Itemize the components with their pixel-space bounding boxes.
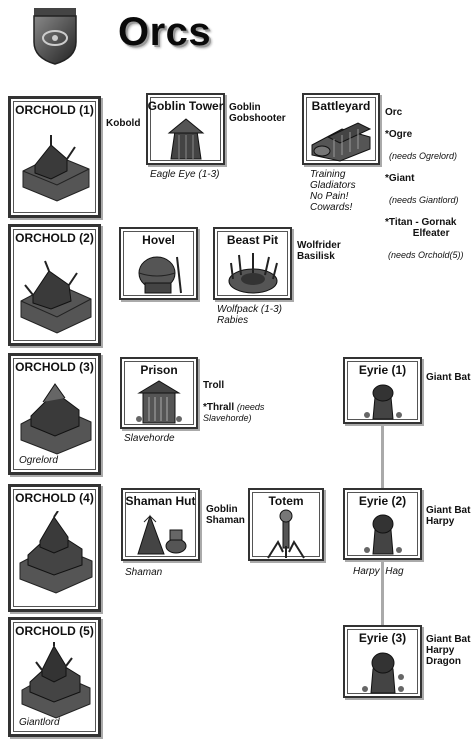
battleyard-label: Battleyard xyxy=(304,99,378,113)
prison-label: Prison xyxy=(122,363,196,377)
eyrie-2-box[interactable]: Eyrie (2) xyxy=(343,488,422,560)
orchold-4-label: ORCHOLD (4) xyxy=(11,491,98,505)
shaman-hut-upgrades: Shaman xyxy=(125,567,162,578)
eyrie-3-icon xyxy=(359,647,407,695)
battleyard-upgrades: Training Gladiators No Pain! Cowards! xyxy=(310,169,356,213)
eyrie-1-units: Giant Bat xyxy=(426,372,470,383)
orchold-4-building-icon xyxy=(14,511,96,595)
beast-pit-units: Wolfrider Basilisk xyxy=(297,240,341,262)
battleyard-orc: Orc xyxy=(385,107,464,118)
battleyard-giant-req: (needs Giantlord) xyxy=(385,195,464,206)
eyrie-3-label: Eyrie (3) xyxy=(345,631,420,645)
eyrie-2-upgrades: Harpy Hag xyxy=(353,566,404,577)
battleyard-titan-req: (needs Orchold(5)) xyxy=(385,250,464,261)
totem-icon xyxy=(264,508,308,560)
battleyard-box[interactable]: Battleyard xyxy=(302,93,380,165)
orchold-3-building-icon xyxy=(15,380,95,456)
goblin-tower-icon xyxy=(161,115,211,163)
orchold-2-label: ORCHOLD (2) xyxy=(11,231,98,245)
orchold-3-box[interactable]: ORCHOLD (3) Ogrelord xyxy=(8,353,101,475)
eyrie-connector-1-2 xyxy=(381,422,384,490)
orc-shield-emblem-icon xyxy=(30,6,80,66)
orchold-5-box[interactable]: ORCHOLD (5) Giantlord xyxy=(8,617,101,737)
shaman-hut-box[interactable]: Shaman Hut xyxy=(121,488,200,561)
beast-pit-box[interactable]: Beast Pit xyxy=(213,227,292,300)
goblin-tower-box[interactable]: Goblin Tower xyxy=(146,93,225,165)
battleyard-icon xyxy=(308,115,374,163)
prison-box[interactable]: Prison xyxy=(120,357,198,429)
orchold-2-building-icon xyxy=(15,255,95,335)
goblin-tower-units: Goblin Gobshooter xyxy=(229,102,286,124)
battleyard-units: Orc *Ogre (needs Ogrelord) *Giant (needs… xyxy=(385,96,464,272)
prison-thrall: *Thrall xyxy=(203,402,234,413)
battleyard-ogre: *Ogre xyxy=(385,129,464,140)
page-title: Orcs xyxy=(118,10,211,55)
orchold-3-note: Ogrelord xyxy=(19,455,58,466)
shaman-hut-label: Shaman Hut xyxy=(123,494,198,508)
orchold-1-units: Kobold xyxy=(106,118,140,129)
eyrie-1-label: Eyrie (1) xyxy=(345,363,420,377)
hovel-label: Hovel xyxy=(121,233,196,247)
shaman-hut-units: Goblin Shaman xyxy=(206,504,245,526)
eyrie-2-label: Eyrie (2) xyxy=(345,494,420,508)
totem-box[interactable]: Totem xyxy=(248,488,324,561)
battleyard-titan: *Titan - Gornak Elfeater xyxy=(385,217,464,239)
orchold-2-box[interactable]: ORCHOLD (2) xyxy=(8,224,101,346)
orchold-1-building-icon xyxy=(15,125,95,205)
eyrie-2-icon xyxy=(361,510,405,556)
orchold-5-building-icon xyxy=(14,642,96,720)
orchold-1-label: ORCHOLD (1) xyxy=(11,103,98,117)
goblin-tower-label: Goblin Tower xyxy=(146,99,225,113)
eyrie-1-box[interactable]: Eyrie (1) xyxy=(343,357,422,424)
prison-upgrades: Slavehorde xyxy=(124,433,175,444)
orchold-3-label: ORCHOLD (3) xyxy=(11,360,98,374)
beast-pit-upgrades: Wolfpack (1-3) Rabies xyxy=(217,304,282,326)
eyrie-3-box[interactable]: Eyrie (3) xyxy=(343,625,422,698)
hovel-icon xyxy=(131,249,187,297)
beast-pit-label: Beast Pit xyxy=(215,233,290,247)
prison-thrall-line: *Thrall (needs Slavehorde) xyxy=(203,402,264,424)
orchold-1-box[interactable]: ORCHOLD (1) xyxy=(8,96,101,218)
eyrie-2-units: Giant Bat Harpy xyxy=(426,505,470,527)
totem-label: Totem xyxy=(250,494,322,508)
beast-pit-icon xyxy=(223,249,283,297)
prison-troll: Troll xyxy=(203,380,264,391)
orchold-5-note: Giantlord xyxy=(19,717,60,728)
prison-icon xyxy=(131,379,187,427)
battleyard-giant: *Giant xyxy=(385,173,464,184)
orchold-5-label: ORCHOLD (5) xyxy=(11,624,98,638)
prison-units: Troll *Thrall (needs Slavehorde) xyxy=(203,369,264,435)
goblin-tower-upgrades: Eagle Eye (1-3) xyxy=(150,169,219,180)
hovel-box[interactable]: Hovel xyxy=(119,227,198,300)
eyrie-1-icon xyxy=(361,379,405,421)
eyrie-3-units: Giant Bat Harpy Dragon xyxy=(426,634,470,667)
shaman-hut-icon xyxy=(130,510,192,558)
battleyard-ogre-req: (needs Ogrelord) xyxy=(385,151,464,162)
orchold-4-box[interactable]: ORCHOLD (4) xyxy=(8,484,101,612)
